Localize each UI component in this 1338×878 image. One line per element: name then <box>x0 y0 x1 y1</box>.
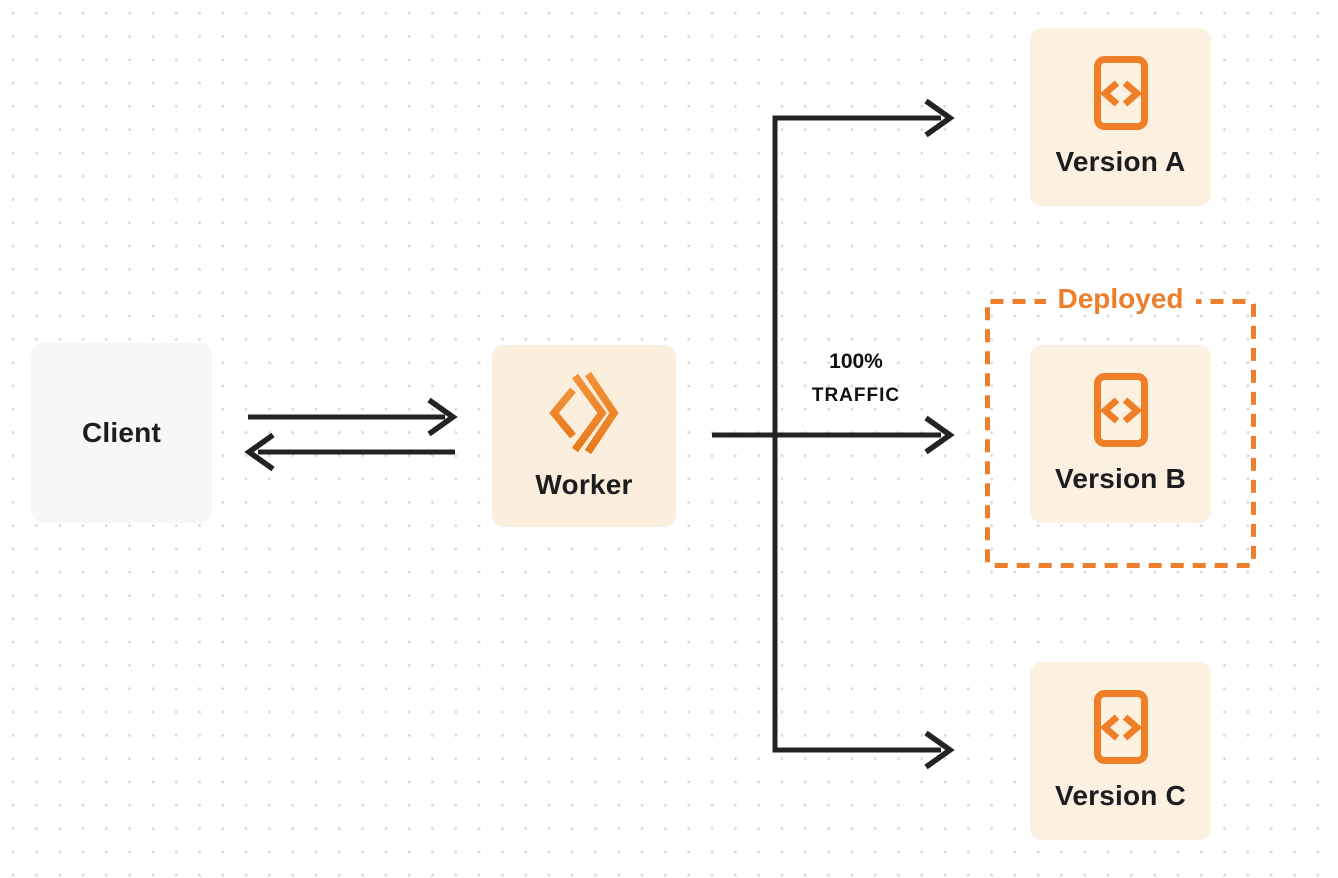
traffic-word-label: TRAFFIC <box>811 385 901 406</box>
version-a-label: Version A <box>1055 146 1186 177</box>
arrowhead-version-a-icon <box>924 98 955 138</box>
deployed-label: Deployed <box>1045 284 1196 314</box>
deployed-region: Deployed <box>985 284 1256 568</box>
version-a-node: Version A <box>1030 28 1211 206</box>
version-c-node: Version C <box>1030 662 1211 840</box>
version-b-label: Version B <box>1055 463 1186 494</box>
worker-label: Worker <box>535 468 633 500</box>
traffic-annotation: 100% TRAFFIC <box>781 350 931 407</box>
branch-line <box>772 115 941 753</box>
client-label: Client <box>82 417 161 448</box>
arrowhead-version-b-icon <box>924 415 955 455</box>
traffic-percentage-label: 100% <box>829 350 883 373</box>
client-node: Client <box>31 343 212 523</box>
version-c-label: Version C <box>1055 780 1186 811</box>
code-file-icon <box>1093 690 1148 764</box>
arrowhead-left-icon <box>244 432 275 472</box>
code-file-icon <box>1093 56 1148 130</box>
code-file-icon <box>1093 373 1148 447</box>
arrowhead-right-icon <box>427 397 458 437</box>
cloudflare-workers-logo-icon <box>549 371 619 454</box>
version-b-node: Version B <box>1030 345 1211 523</box>
arrowhead-version-c-icon <box>924 730 955 770</box>
worker-node: Worker <box>492 345 676 527</box>
